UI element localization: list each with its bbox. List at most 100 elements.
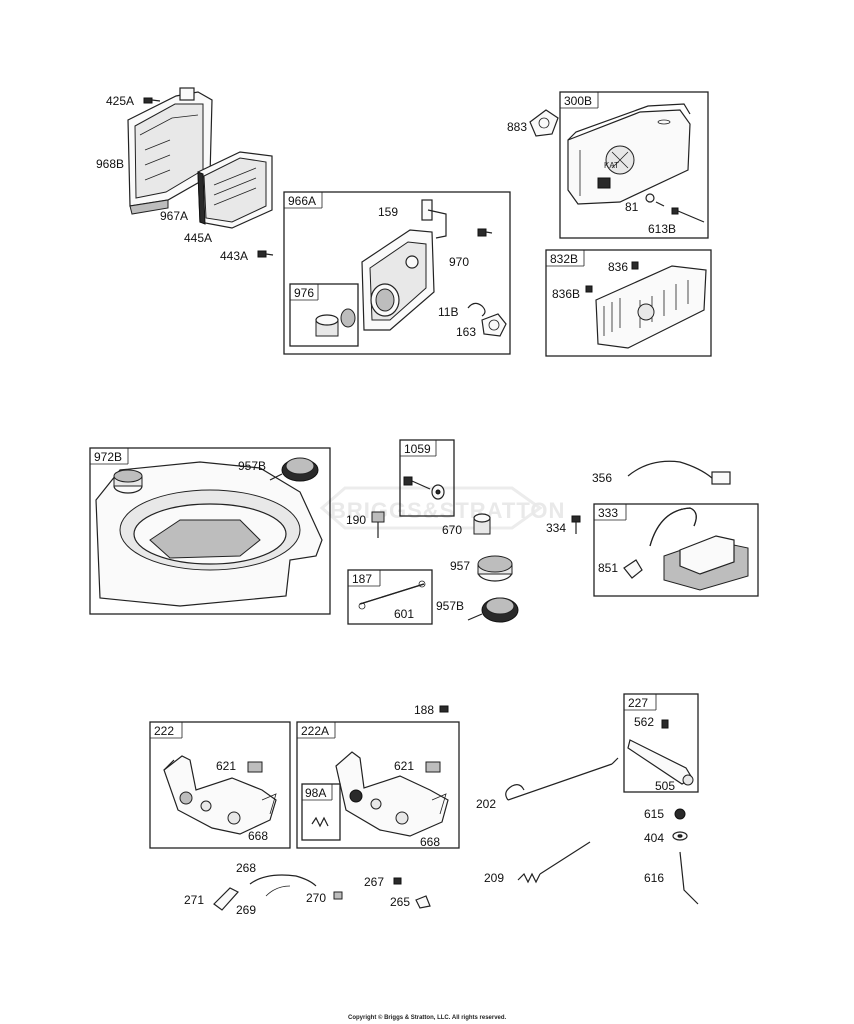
label-851: 851 (598, 561, 618, 575)
label-968B: 968B (96, 157, 124, 171)
lever-271-icon (213, 887, 239, 911)
clip-851-icon (623, 559, 643, 579)
screw-970-icon (477, 228, 493, 237)
label-300B: 300B (564, 94, 592, 108)
label-443A: 443A (220, 249, 248, 263)
fuel-line-187-icon (358, 580, 426, 610)
washer-81-icon (645, 193, 665, 207)
air-cleaner-cover-icon (127, 87, 213, 215)
lever-227-icon (627, 719, 694, 786)
label-562: 562 (634, 715, 654, 729)
label-334: 334 (546, 521, 566, 535)
label-268: 268 (236, 861, 256, 875)
screw-443A-icon (257, 250, 274, 258)
screw-188-icon (439, 705, 449, 713)
clip-265-icon (415, 895, 431, 909)
label-957: 957 (450, 559, 470, 573)
spring-98A-icon (311, 816, 329, 828)
label-209: 209 (484, 871, 504, 885)
svg-text:KAT: KAT (604, 161, 619, 170)
muffler-icon: KAT (567, 103, 691, 205)
label-970: 970 (449, 255, 469, 269)
label-265: 265 (390, 895, 410, 909)
label-668-a: 668 (248, 829, 268, 843)
screw-836-icon (631, 261, 639, 270)
washer-404-icon (672, 831, 688, 841)
label-670: 670 (442, 523, 462, 537)
watermark-text: BRIGGS&STRATTON (330, 498, 565, 523)
clip-621-b-icon (425, 761, 441, 773)
fuel-cap-957B-bottom-icon (467, 597, 519, 623)
label-505: 505 (655, 779, 675, 793)
label-425A: 425A (106, 94, 134, 108)
shaft-616-icon (679, 851, 699, 905)
ground-wire-356-icon (627, 460, 731, 485)
stud-190-icon (371, 511, 385, 538)
label-81: 81 (625, 200, 639, 214)
label-601: 601 (394, 607, 414, 621)
screw-267-icon (393, 877, 402, 885)
governor-link-202-icon (505, 757, 619, 801)
label-613B: 613B (648, 222, 676, 236)
box-832B: 832B 836 836B (545, 249, 712, 357)
box-300B: 300B KAT 81 613B (559, 91, 709, 239)
governor-bracket-222A-icon (335, 751, 449, 837)
bushing-670-icon (473, 513, 491, 535)
label-270: 270 (306, 891, 326, 905)
screw-836B-icon (585, 285, 593, 293)
box-1059: 1059 (399, 439, 455, 517)
box-222: 222 621 668 (149, 721, 291, 849)
label-836: 836 (608, 260, 628, 274)
bolt-washer-1059-icon (403, 476, 445, 500)
screw-334-icon (571, 515, 581, 534)
label-976: 976 (294, 286, 314, 300)
label-621-a: 621 (216, 759, 236, 773)
label-163: 163 (456, 325, 476, 339)
screw-425A-icon (143, 97, 161, 104)
label-957B-a: 957B (238, 459, 266, 473)
gasket-163-icon (481, 313, 507, 337)
nut-270-icon (333, 891, 343, 900)
nut-615-icon (674, 808, 686, 820)
label-222: 222 (154, 724, 174, 738)
carburetor-base-icon (361, 199, 447, 331)
label-616: 616 (644, 871, 664, 885)
throttle-cable-268-icon (249, 874, 317, 897)
box-227: 227 562 505 (623, 693, 699, 793)
box-187: 187 601 (347, 569, 433, 625)
label-267: 267 (364, 875, 384, 889)
label-967A: 967A (160, 209, 188, 223)
label-159: 159 (378, 205, 398, 219)
muffler-guard-icon (595, 265, 707, 349)
fuel-cap-957-icon (477, 555, 513, 582)
label-190: 190 (346, 513, 366, 527)
gasket-883-icon (529, 109, 559, 137)
label-98A: 98A (305, 786, 326, 800)
air-filter-element-icon (197, 151, 273, 229)
label-269: 269 (236, 903, 256, 917)
ignition-coil-icon (649, 507, 749, 591)
label-668-b: 668 (420, 835, 440, 849)
fuel-cap-957B-top-icon (269, 457, 319, 482)
label-883: 883 (507, 120, 527, 134)
governor-bracket-222-icon (163, 755, 277, 835)
label-271: 271 (184, 893, 204, 907)
box-966A: 966A 159 970 11B 163 (283, 191, 511, 355)
label-187: 187 (352, 572, 372, 586)
label-227: 227 (628, 696, 648, 710)
label-832B: 832B (550, 252, 578, 266)
box-98A: 98A (301, 783, 341, 841)
box-976: 976 (289, 283, 359, 347)
box-972B: 972B 957B (89, 447, 331, 615)
label-621-b: 621 (394, 759, 414, 773)
box-333: 333 851 (593, 503, 759, 597)
label-972B: 972B (94, 450, 122, 464)
label-356: 356 (592, 471, 612, 485)
label-445A: 445A (184, 231, 212, 245)
label-11B: 11B (438, 305, 458, 319)
clip-621-a-icon (247, 761, 263, 773)
label-1059: 1059 (404, 442, 431, 456)
label-615: 615 (644, 807, 664, 821)
label-222A: 222A (301, 724, 329, 738)
